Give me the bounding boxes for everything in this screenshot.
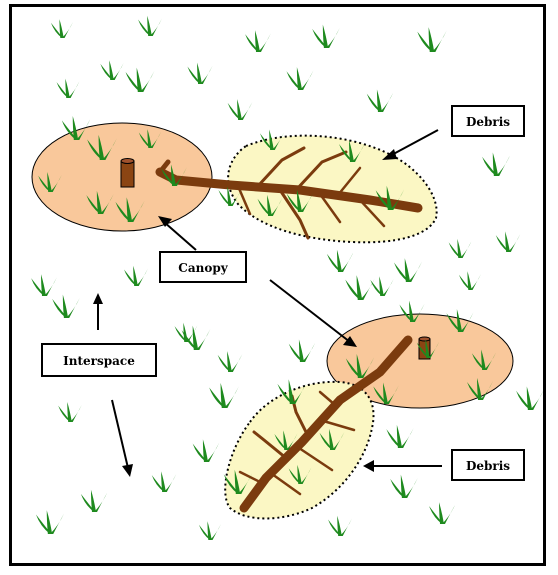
grass-tuft-icon [312,25,340,48]
label-canopy: Canopy [160,252,246,282]
grass-tuft-icon [345,275,374,300]
grass-tuft-icon [52,295,80,318]
grass-tuft-icon [394,258,422,282]
grass-tuft-icon [328,516,352,536]
grass-tuft-icon [51,19,73,38]
grass-tuft-icon [482,152,510,176]
grass-tuft-icon [126,68,155,92]
arrow-interspace-down [112,400,128,468]
grass-tuft-icon [209,383,239,408]
grass-tuft-icon [138,16,162,36]
grass-tuft-icon [459,271,481,290]
label-interspace: Interspace [42,344,156,376]
grass-tuft-icon [218,351,243,372]
label-debris-top: Debris [452,106,524,136]
grass-tuft-icon [286,67,313,90]
grass-tuft-icon [386,425,413,448]
grass-tuft-icon [516,386,544,410]
grass-tuft-icon [390,475,418,498]
grass-tuft-icon [496,231,520,252]
grass-tuft-icon [228,99,253,120]
grass-tuft-icon [367,90,394,112]
arrow-canopy-top [164,222,196,250]
grass-tuft-icon [187,63,212,84]
grass-tuft-icon [152,471,176,492]
grass-tuft-icon [289,340,316,362]
grass-tuft-icon [31,274,57,296]
grass-tuft-icon [417,27,446,52]
grass-tuft-icon [429,502,455,524]
tree-stump-icon [121,159,134,188]
label-debris-bottom-text: Debris [466,459,510,473]
grass-tuft-icon [449,239,472,258]
grass-tuft-icon [58,402,82,422]
grass-tuft-icon [199,521,221,540]
grass-tuft-icon [370,276,393,296]
grass-tuft-icon [124,266,148,286]
arrow-canopy-bottom [270,280,350,342]
grass-tuft-icon [100,60,123,80]
grass-tuft-icon [245,30,271,52]
arrowhead-interspace-up [93,293,103,304]
grass-tuft-icon [57,79,80,98]
grass-tuft-icon [193,439,220,462]
label-debris-bottom: Debris [452,450,524,480]
grass-tuft-icon [327,250,353,272]
grass-tuft-icon [36,510,64,534]
label-canopy-text: Canopy [178,261,228,275]
label-interspace-text: Interspace [63,354,135,368]
arrowhead-interspace-down [122,464,133,477]
label-debris-top-text: Debris [466,115,510,129]
grass-tuft-icon [81,490,107,512]
arrowhead-debris-bottom [363,460,374,472]
